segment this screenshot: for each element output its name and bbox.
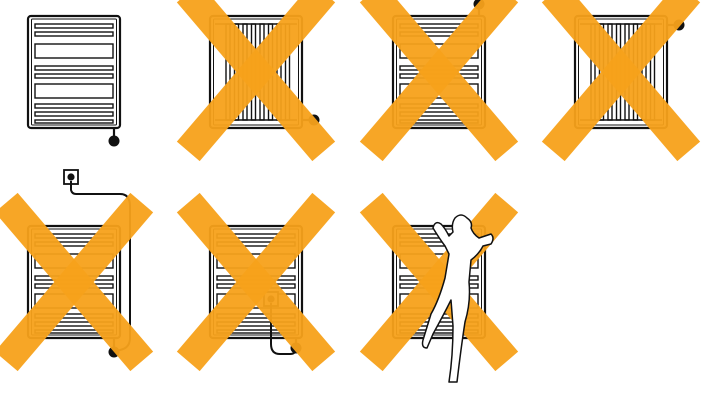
radiator-horizontal-bar — [34, 73, 114, 79]
person-group — [421, 214, 494, 383]
radiator-inner-frame — [31, 18, 117, 126]
prohibited-cross — [176, 192, 336, 372]
radiator-inner-frame — [578, 18, 664, 126]
prohibited-cross-stroke — [176, 0, 336, 162]
panel-prohibited-socket-behind-radiator — [176, 192, 336, 372]
panel-prohibited-vertical-bar-radiator-side-connection — [176, 0, 336, 162]
radiator-horizontal-bar — [34, 83, 114, 99]
radiator-frame — [391, 14, 487, 130]
prohibited-cross — [0, 192, 154, 372]
prohibited-cross — [176, 0, 336, 162]
panel-prohibited-climbing-on-radiator — [359, 192, 519, 383]
radiator-inner-frame — [213, 18, 299, 126]
prohibited-cross — [359, 0, 519, 162]
prohibited-cross-stroke — [541, 0, 701, 162]
heating-element-knob — [108, 135, 120, 147]
radiator-frame — [573, 14, 669, 130]
wall-socket-plug — [67, 173, 75, 181]
radiator-frame — [208, 224, 304, 340]
radiator-frame — [208, 14, 304, 130]
radiator-horizontal-bar — [34, 103, 114, 109]
radiator-horizontal-bar — [34, 119, 114, 124]
prohibited-cross-stroke — [0, 192, 154, 372]
radiator-frame — [26, 14, 122, 130]
panel-allowed-horizontal-bar-radiator-bottom-right-connection — [26, 14, 122, 147]
prohibited-cross-stroke — [359, 0, 519, 162]
panel-prohibited-vertical-bar-radiator-top-side-connection — [541, 0, 701, 162]
radiator-horizontal-bar — [34, 31, 114, 37]
radiator-horizontal-bar — [34, 23, 114, 29]
radiator-inner-frame — [396, 18, 482, 126]
panel-prohibited-socket-above-radiator — [0, 169, 154, 372]
prohibited-cross — [541, 0, 701, 162]
radiator-inner-frame — [213, 228, 299, 336]
radiator-inner-frame — [31, 228, 117, 336]
radiator-horizontal-bar — [34, 43, 114, 59]
radiator-frame — [26, 224, 122, 340]
climbing-person — [421, 214, 494, 383]
prohibited-cross-stroke — [176, 192, 336, 372]
radiator-horizontal-bar — [34, 65, 114, 71]
radiator-horizontal-bar — [34, 111, 114, 117]
panel-prohibited-horizontal-bar-radiator-top-connection — [359, 0, 519, 162]
